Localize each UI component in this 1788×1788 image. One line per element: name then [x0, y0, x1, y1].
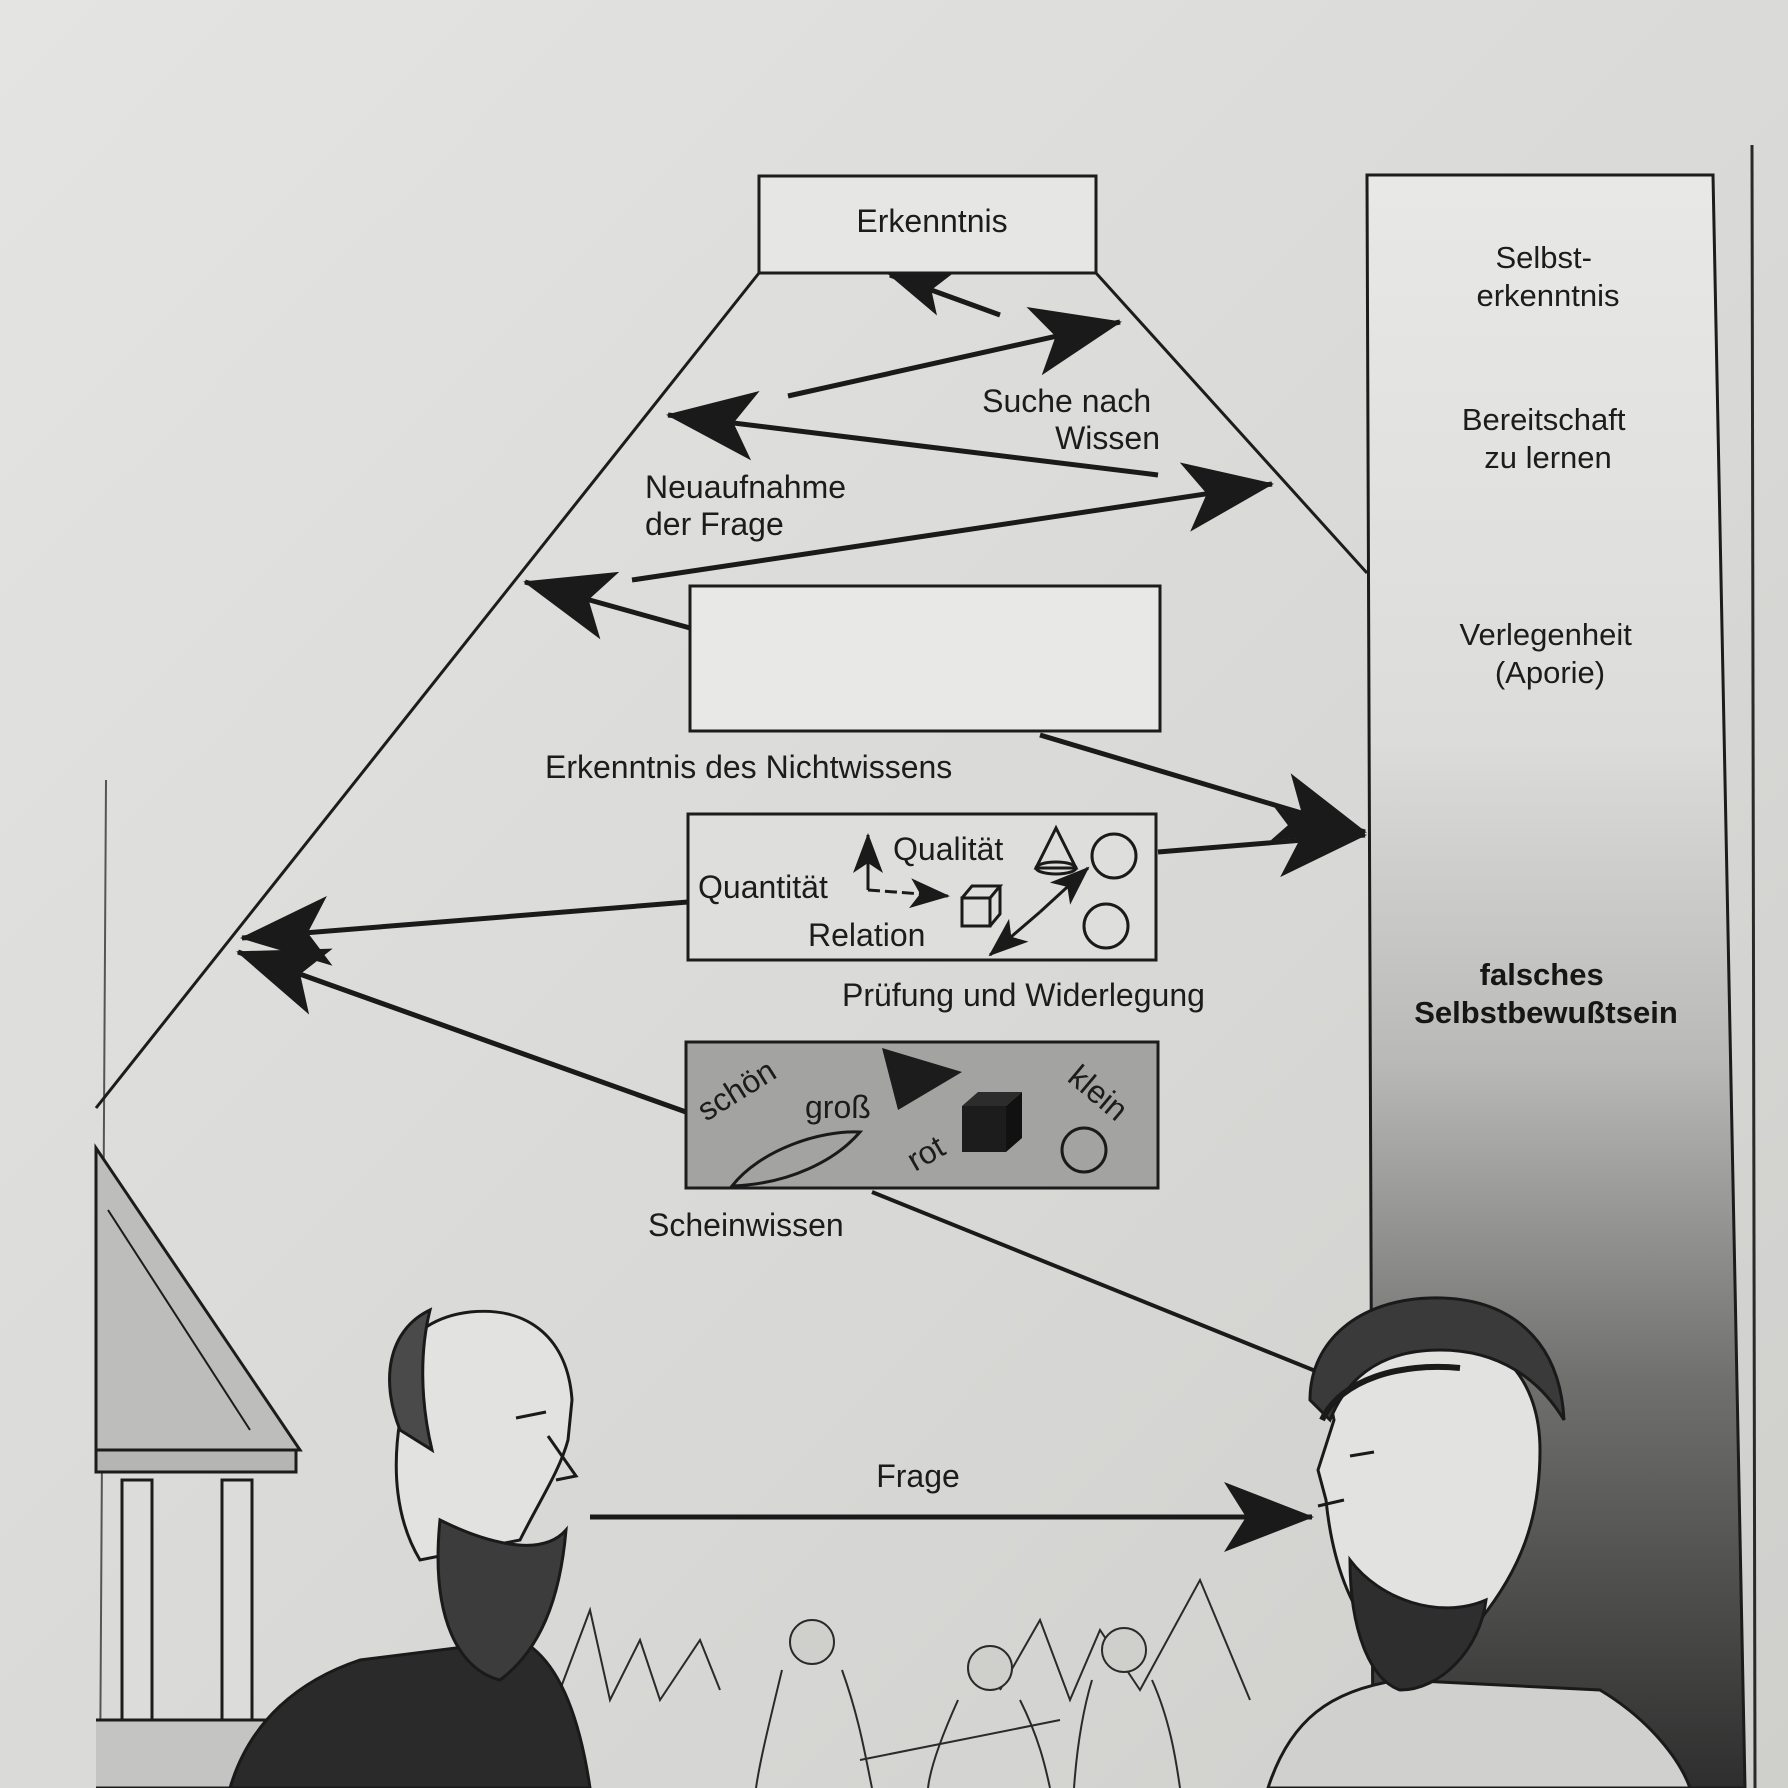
label-question: Frage: [876, 1458, 960, 1494]
caption-examination: Prüfung und Widerlegung: [842, 977, 1205, 1013]
level-false-self-confidence: falsches Selbstbewußtsein: [1414, 957, 1678, 1030]
interlocutor-figure: [1266, 1296, 1692, 1788]
ignorance-box: [688, 584, 1162, 733]
arrow-to-apex: [888, 272, 1001, 318]
arrow-pseudo-left: [236, 948, 687, 1115]
exam-quantity: Quantität: [698, 869, 828, 905]
circle-icon: [1090, 832, 1138, 880]
exam-quality: Qualität: [893, 831, 1003, 867]
caption-pseudo: Scheinwissen: [648, 1207, 844, 1243]
temple-illustration: [94, 1143, 303, 1788]
dark-cube-icon: [962, 1092, 1022, 1152]
caption-ignorance: Erkenntnis des Nichtwissens: [545, 749, 952, 785]
double-arrow-down-icon: [988, 910, 1041, 957]
arrow-right-long: [631, 462, 1274, 583]
page-edge-line: [1750, 144, 1757, 1788]
circle-icon-2: [1082, 902, 1130, 950]
double-arrow-up-icon: [1038, 866, 1090, 914]
arrows: [236, 272, 1367, 1552]
line-pseudo-to-interlocutor: [871, 1190, 1319, 1374]
apex-box-label: Erkenntnis: [856, 203, 1007, 239]
arrow-requestion-left: [666, 390, 1159, 478]
lens-icon: [728, 1130, 864, 1188]
arrow-exam-right: [1157, 807, 1367, 878]
small-circle-icon: [1060, 1126, 1108, 1174]
label-requestion: Neuaufnahme der Frage: [645, 469, 855, 542]
pyramid-right-edge: [1094, 271, 1369, 575]
audience-illustration: [559, 1577, 1251, 1788]
apex-box: Erkenntnis: [757, 174, 1098, 275]
arrow-exam-left: [240, 896, 689, 966]
level-aporia: Verlegenheit (Aporie): [1460, 617, 1641, 690]
right-arrow-icon: [867, 878, 950, 909]
pyramid-left-edge: [94, 272, 761, 1109]
socrates-figure: [228, 1307, 592, 1788]
level-readiness: Bereitschaft zu lernen: [1462, 402, 1634, 475]
arrow-search-right: [787, 306, 1122, 399]
arrow-ignorance-left: [523, 571, 691, 640]
exam-relation: Relation: [808, 917, 925, 953]
examination-box: Quantität Qualität Relation: [686, 812, 1158, 962]
dark-wedge-icon: [882, 1048, 962, 1110]
cube-icon: [960, 884, 1004, 928]
pseudo-word-gross: groß: [805, 1089, 871, 1125]
label-search: Suche nach Wissen: [982, 383, 1160, 456]
cone-icon: [1033, 824, 1079, 876]
pseudo-box: schön groß rot klein: [684, 1040, 1160, 1190]
level-self-knowledge: Selbst- erkenntnis: [1476, 240, 1619, 313]
